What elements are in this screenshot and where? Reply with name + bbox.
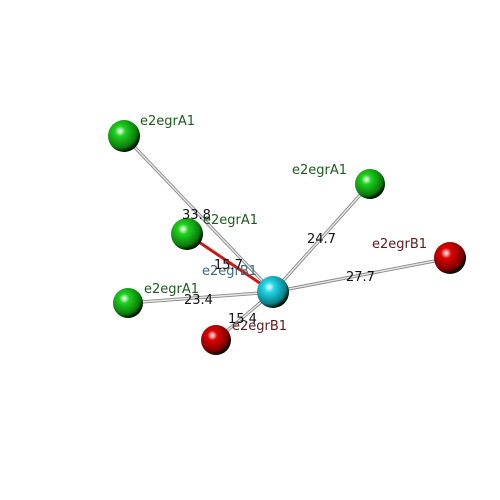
distance-label-b2: 15.4 — [228, 312, 257, 327]
bond-a3 — [271, 182, 372, 294]
atom-b1-red-sphere[interactable] — [434, 242, 466, 274]
distance-label-b1: 27.7 — [346, 270, 375, 285]
distance-label-a1: 33.8 — [182, 208, 211, 223]
bond-b1 — [271, 256, 452, 294]
atom-a1-green-sphere[interactable] — [108, 120, 140, 152]
atom-label-a1: e2egrA1 — [140, 114, 195, 129]
atom-label-b1: e2egrB1 — [372, 237, 427, 252]
bond-a4 — [126, 290, 275, 305]
atom-label-center: e2egrB1 — [202, 264, 257, 279]
atom-a2-green-sphere[interactable] — [171, 218, 203, 250]
distance-label-a4: 23.4 — [184, 293, 213, 308]
atom-label-a3: e2egrA1 — [292, 163, 347, 178]
atom-label-b2: e2egrB1 — [232, 319, 287, 334]
atom-label-a4: e2egrA1 — [144, 282, 199, 297]
atoms-layer — [108, 120, 466, 355]
bond-a1 — [122, 134, 275, 294]
labels-layer: e2egrB1e2egrA1e2egrA1e2egrA1e2egrA1e2egr… — [140, 114, 427, 334]
atom-a3-green-sphere[interactable] — [355, 169, 385, 199]
distance-label-a3: 24.7 — [307, 232, 336, 247]
distance-label-a2: 15.7 — [214, 258, 243, 273]
atom-center-cyan-sphere[interactable] — [257, 276, 289, 308]
atom-a4-green-sphere[interactable] — [113, 288, 143, 318]
atom-b2-red-sphere[interactable] — [201, 325, 231, 355]
bond-a2 — [185, 232, 275, 294]
atom-label-a2: e2egrA1 — [203, 213, 258, 228]
